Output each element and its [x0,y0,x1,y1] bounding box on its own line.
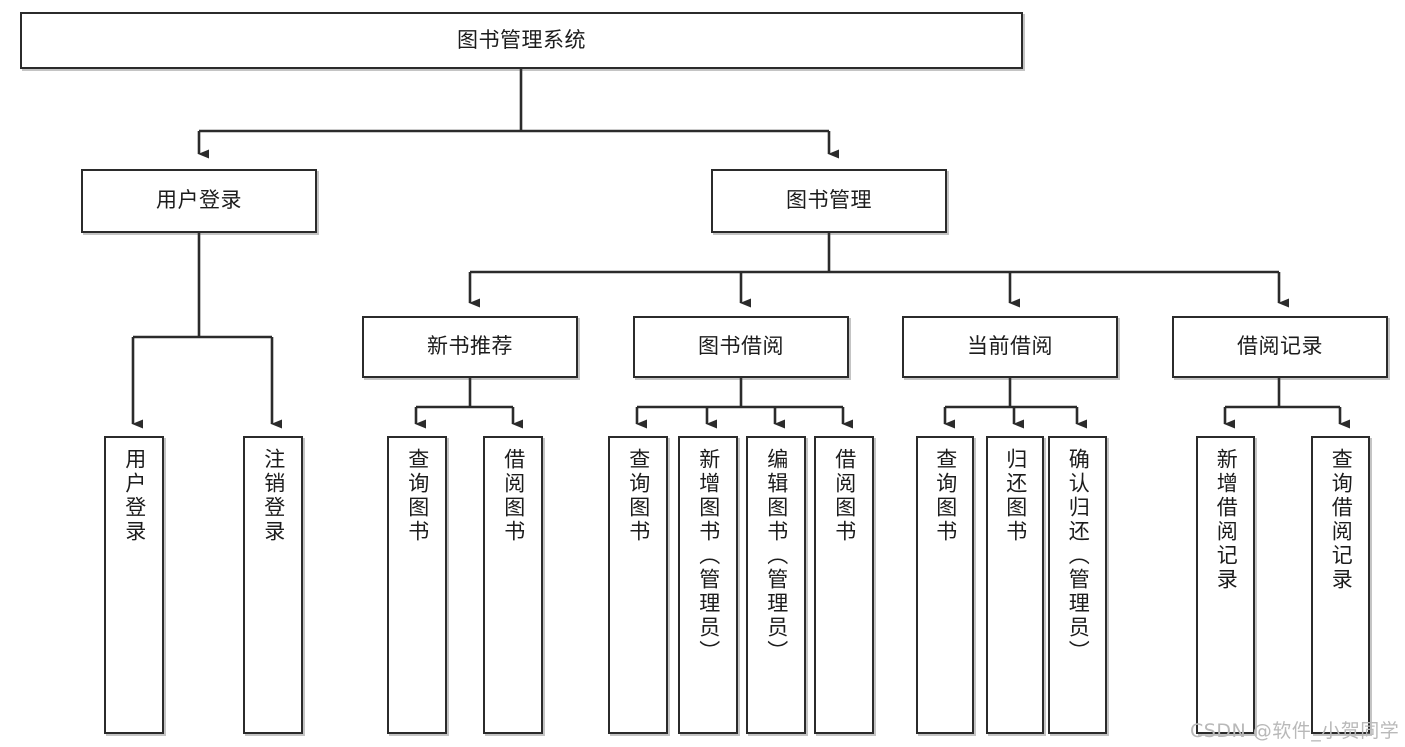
node-new-book-recommend[interactable]: 新书推荐 [362,316,578,378]
node-leaf-query-book-1[interactable]: 查询图书 [387,436,447,734]
node-leaf-add-record-label: 新增借阅记录 [1214,448,1239,592]
node-leaf-return-book-label: 归还图书 [1003,448,1028,544]
node-book-borrow[interactable]: 图书借阅 [633,316,849,378]
node-leaf-query-book-2[interactable]: 查询图书 [608,436,668,734]
node-leaf-logout-login-label: 注销登录 [261,448,286,544]
node-leaf-return-book[interactable]: 归还图书 [986,436,1044,734]
node-leaf-user-login[interactable]: 用户登录 [104,436,164,734]
node-leaf-query-book-3[interactable]: 查询图书 [916,436,974,734]
node-book-borrow-label: 图书借阅 [698,334,784,359]
node-leaf-add-book-label: 新增图书（管理员） [696,448,721,664]
node-leaf-query-book-2-label: 查询图书 [626,448,651,544]
node-leaf-borrow-book-1-label: 借阅图书 [501,448,526,544]
node-root-label: 图书管理系统 [457,27,586,52]
node-leaf-borrow-book-1[interactable]: 借阅图书 [483,436,543,734]
node-book-management[interactable]: 图书管理 [711,169,947,233]
node-book-management-label: 图书管理 [786,188,872,213]
node-user-login[interactable]: 用户登录 [81,169,317,233]
node-leaf-query-book-3-label: 查询图书 [933,448,958,544]
node-leaf-borrow-book-2[interactable]: 借阅图书 [814,436,874,734]
node-leaf-user-login-label: 用户登录 [122,448,147,544]
node-leaf-confirm-return[interactable]: 确认归还（管理员） [1048,436,1107,734]
node-leaf-borrow-book-2-label: 借阅图书 [832,448,857,544]
node-leaf-edit-book[interactable]: 编辑图书（管理员） [746,436,806,734]
node-leaf-add-book[interactable]: 新增图书（管理员） [678,436,738,734]
node-leaf-add-record[interactable]: 新增借阅记录 [1196,436,1255,734]
node-current-borrow[interactable]: 当前借阅 [902,316,1118,378]
node-leaf-edit-book-label: 编辑图书（管理员） [764,448,789,664]
node-leaf-confirm-return-label: 确认归还（管理员） [1066,448,1091,664]
node-leaf-query-record[interactable]: 查询借阅记录 [1311,436,1370,734]
node-leaf-logout-login[interactable]: 注销登录 [243,436,303,734]
node-leaf-query-record-label: 查询借阅记录 [1329,448,1354,592]
node-current-borrow-label: 当前借阅 [967,334,1053,359]
node-user-login-label: 用户登录 [156,188,242,213]
node-borrow-record-label: 借阅记录 [1237,334,1323,359]
node-borrow-record[interactable]: 借阅记录 [1172,316,1388,378]
node-leaf-query-book-1-label: 查询图书 [405,448,430,544]
node-new-book-recommend-label: 新书推荐 [427,334,513,359]
node-root[interactable]: 图书管理系统 [20,12,1023,69]
